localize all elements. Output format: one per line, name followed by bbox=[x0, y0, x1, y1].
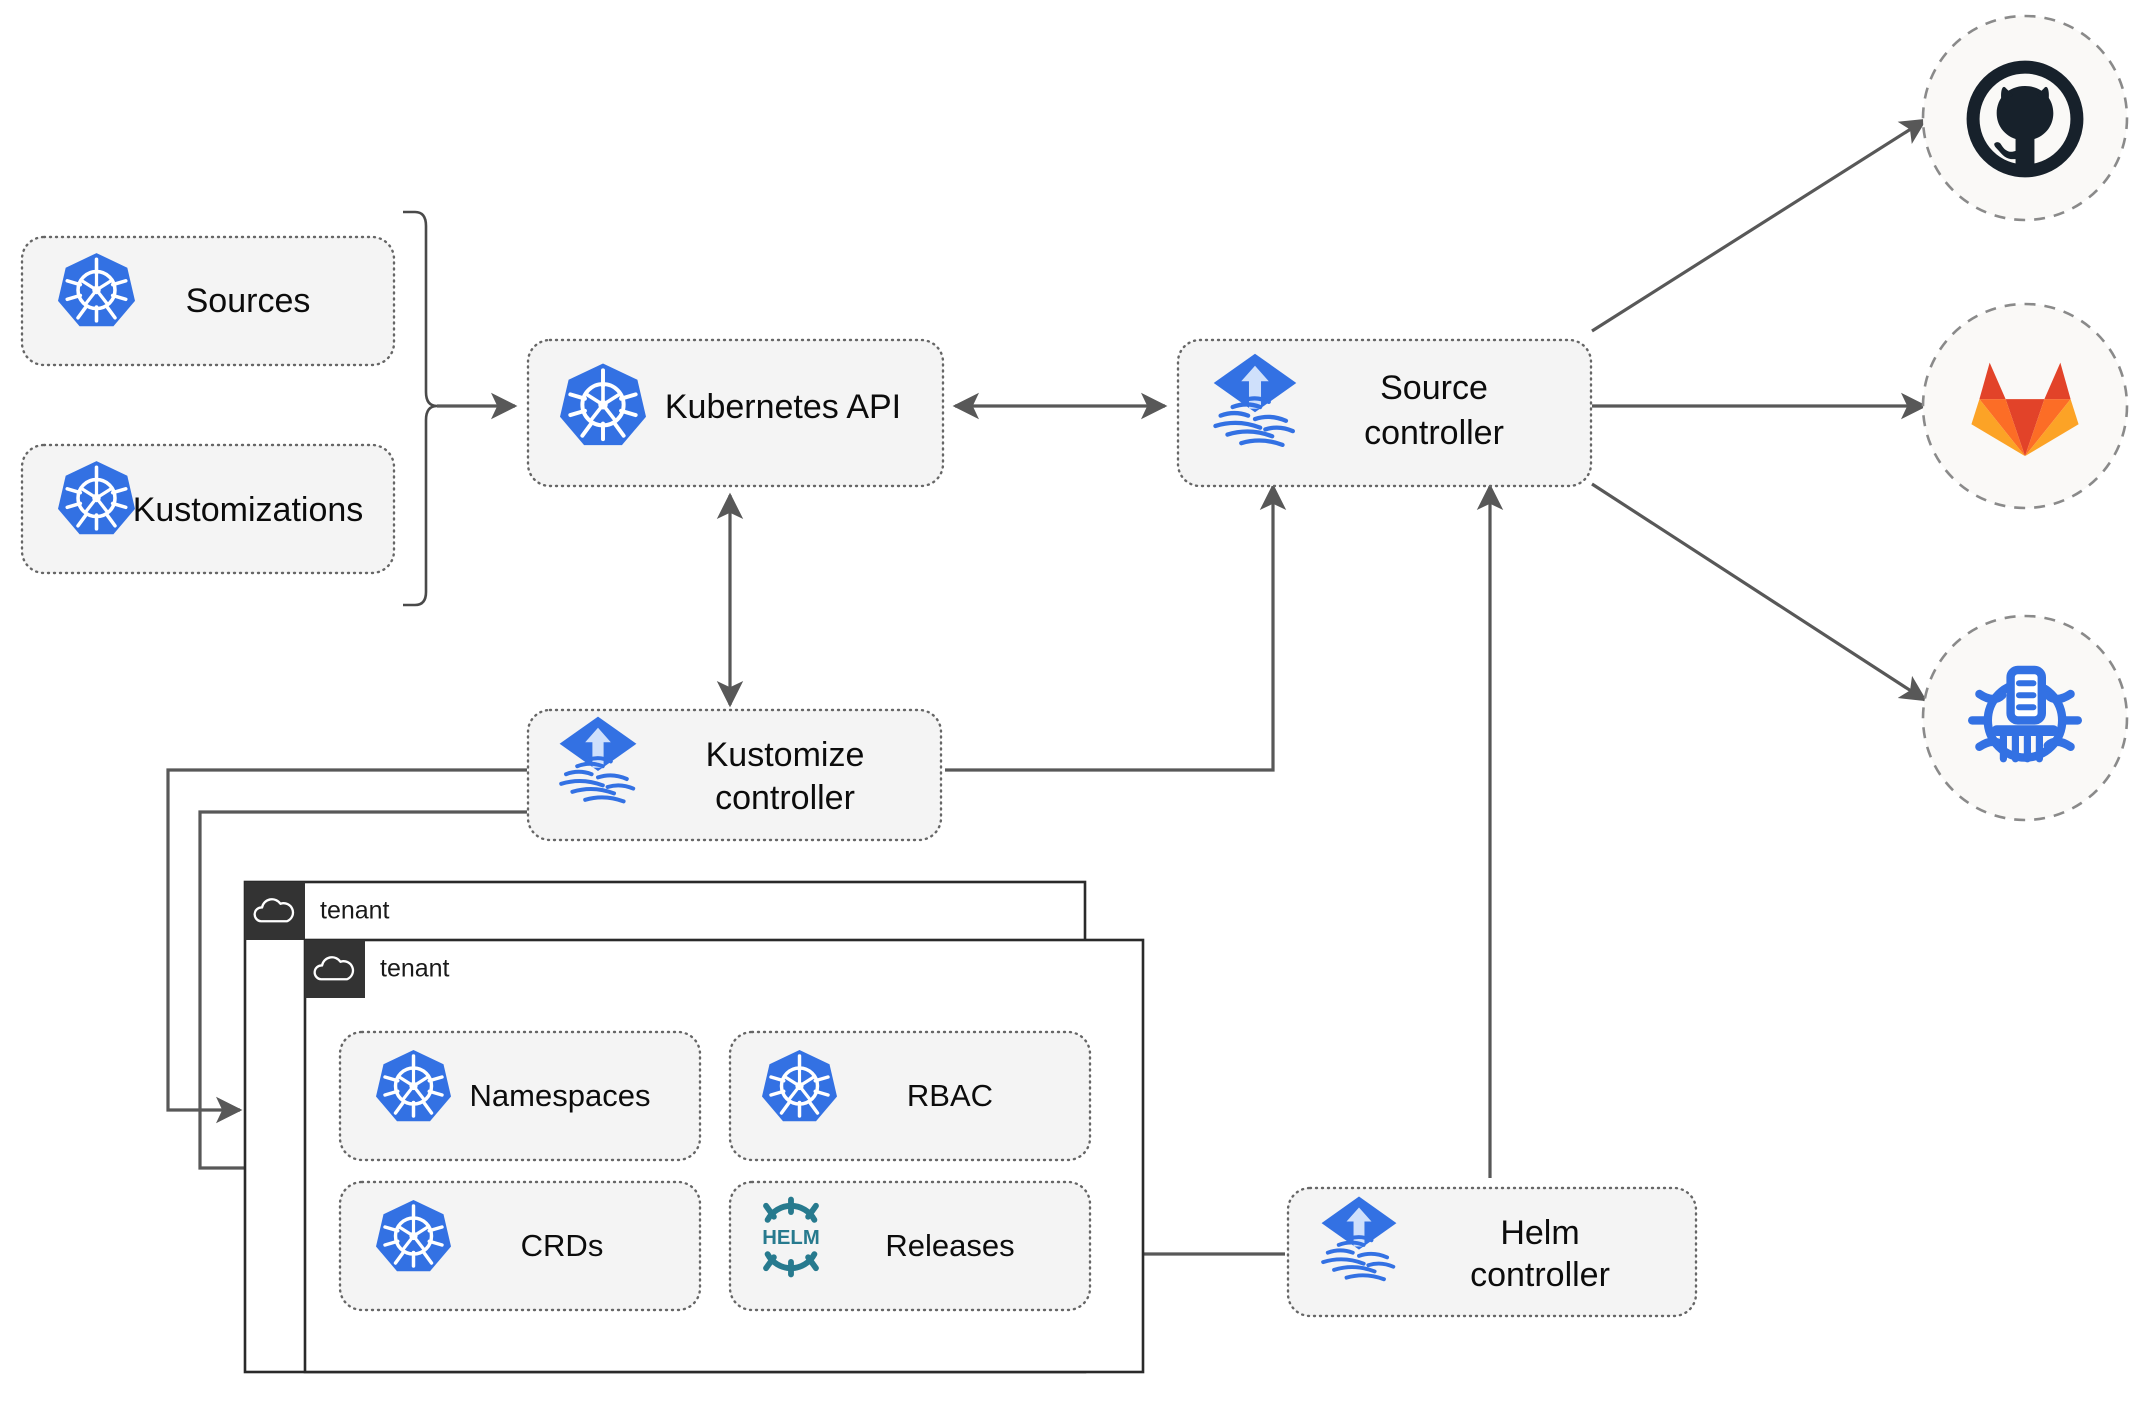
node-source-controller[interactable]: Source controller bbox=[1176, 338, 1593, 488]
tenant-outer-label: tenant bbox=[320, 897, 390, 925]
helm-repository-circle-border bbox=[1921, 614, 2129, 822]
node-kubernetes-api[interactable]: Kubernetes API bbox=[526, 338, 945, 488]
arrow-kustomize-to-tenant-outer bbox=[166, 768, 527, 1124]
node-kustomize-controller[interactable]: Kustomize controller bbox=[526, 708, 943, 842]
source-controller-label-line2: controller bbox=[1364, 414, 1504, 452]
gitlab-circle-border bbox=[1921, 302, 2129, 510]
node-releases[interactable]: Releases bbox=[728, 1180, 1092, 1312]
node-sources[interactable]: Sources bbox=[20, 235, 396, 367]
rbac-label: RBAC bbox=[907, 1078, 993, 1113]
brace-sources-group bbox=[403, 210, 438, 607]
tenant-inner-tab bbox=[305, 940, 365, 998]
arrow-source-controller-to-helm-repository bbox=[1591, 482, 1928, 702]
node-helm-controller[interactable]: Helm controller bbox=[1286, 1186, 1698, 1318]
releases-label: Releases bbox=[885, 1228, 1014, 1263]
node-kustomizations[interactable]: Kustomizations bbox=[20, 443, 396, 575]
repository-helm[interactable] bbox=[1921, 614, 2129, 822]
arrow-source-controller-to-github bbox=[1591, 118, 1928, 333]
namespaces-card-border bbox=[338, 1030, 702, 1162]
tenant-inner-label: tenant bbox=[380, 955, 450, 983]
releases-card-bg bbox=[730, 1182, 1090, 1310]
arrow-kustomize-to-source-controller bbox=[945, 483, 1287, 772]
node-namespaces[interactable]: Namespaces bbox=[338, 1030, 702, 1162]
kustomize-controller-card-border bbox=[526, 708, 943, 842]
helm-controller-label-line2: controller bbox=[1470, 1256, 1610, 1294]
node-crds[interactable]: CRDs bbox=[338, 1180, 702, 1312]
github-circle-border bbox=[1921, 14, 2129, 222]
source-controller-label-line1: Source bbox=[1380, 369, 1488, 407]
helm-icon bbox=[762, 1200, 819, 1275]
kustomizations-label: Kustomizations bbox=[133, 491, 364, 529]
kubernetes-api-label: Kubernetes API bbox=[665, 388, 901, 426]
crds-label: CRDs bbox=[521, 1228, 604, 1263]
repository-gitlab[interactable] bbox=[1921, 302, 2129, 510]
kubernetes-api-card-bg bbox=[528, 340, 943, 486]
kubernetes-api-card-border bbox=[526, 338, 945, 488]
sources-label: Sources bbox=[186, 282, 311, 320]
releases-card-border bbox=[728, 1180, 1092, 1312]
tenant-outer-tab bbox=[245, 882, 305, 940]
kustomizations-card-border bbox=[20, 443, 396, 575]
sources-card-border bbox=[20, 235, 396, 367]
repository-github[interactable] bbox=[1921, 14, 2129, 222]
namespaces-label: Namespaces bbox=[470, 1078, 651, 1113]
helm-controller-label-line1: Helm bbox=[1500, 1214, 1579, 1252]
kustomize-controller-label-line2: controller bbox=[715, 779, 855, 817]
helm-controller-card-border bbox=[1286, 1186, 1698, 1318]
crds-card-border bbox=[338, 1180, 702, 1312]
rbac-card-border bbox=[728, 1030, 1092, 1162]
kustomize-controller-label-line1: Kustomize bbox=[706, 736, 865, 774]
node-rbac[interactable]: RBAC bbox=[728, 1030, 1092, 1162]
